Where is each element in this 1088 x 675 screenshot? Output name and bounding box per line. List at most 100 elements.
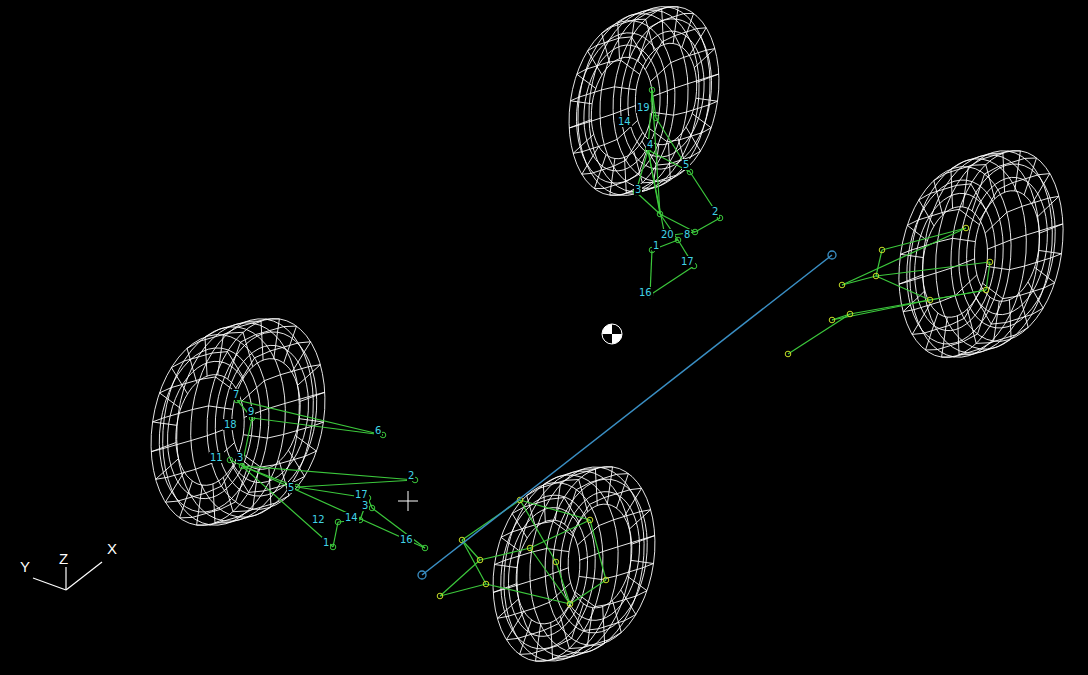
hardpoint xyxy=(227,457,233,463)
axis-label: X xyxy=(106,541,118,557)
tire-wireframes xyxy=(151,7,1063,662)
callout-number: 2 xyxy=(711,206,719,217)
link xyxy=(876,262,990,276)
link xyxy=(480,548,530,560)
tire-meridian xyxy=(926,297,990,350)
link xyxy=(530,520,590,548)
tire-meridian xyxy=(165,456,240,502)
hardpoint xyxy=(873,273,879,279)
tire-meridian xyxy=(180,465,249,518)
suspension-links xyxy=(227,87,993,607)
tire-meridian xyxy=(543,469,597,522)
tire-meridian xyxy=(912,288,982,334)
hardpoint xyxy=(983,287,989,293)
callout-number: 17 xyxy=(680,256,695,267)
tire-ring xyxy=(910,159,1027,357)
tire-meridian xyxy=(934,165,995,215)
callout-number: 6 xyxy=(374,425,382,436)
hardpoint xyxy=(587,517,593,523)
callout-number: 4 xyxy=(646,139,654,150)
link xyxy=(650,266,694,295)
tire-meridian xyxy=(967,293,1028,343)
callout-number: 3 xyxy=(361,500,369,511)
tire xyxy=(569,7,719,196)
link xyxy=(842,276,876,285)
link xyxy=(462,540,486,584)
tire-meridian xyxy=(652,98,718,115)
tire-meridian xyxy=(580,536,655,561)
hardpoint xyxy=(553,559,559,565)
tire-meridian xyxy=(650,49,715,82)
hardpoint xyxy=(483,581,489,587)
tire-meridian xyxy=(642,127,701,165)
tire-meridian xyxy=(551,607,605,660)
link xyxy=(636,192,660,214)
link xyxy=(462,540,480,560)
tire-meridian xyxy=(602,19,655,64)
link xyxy=(237,400,383,435)
hardpoint xyxy=(369,505,375,511)
tire-meridian xyxy=(907,209,979,240)
hardpoint xyxy=(847,311,853,317)
callout-number: 17 xyxy=(354,489,369,500)
link xyxy=(242,466,415,480)
tire-meridian xyxy=(980,174,1050,220)
tire-meridian xyxy=(160,377,237,409)
hardpoint xyxy=(330,544,336,550)
tire-meridian xyxy=(653,74,719,96)
callout-number: 11 xyxy=(209,452,224,463)
callout-number: 2 xyxy=(407,470,415,481)
callout-number: 3 xyxy=(236,452,244,463)
tire-meridian xyxy=(228,326,297,379)
callout-number: 14 xyxy=(617,116,632,127)
link xyxy=(242,466,333,547)
hardpoint xyxy=(879,247,885,253)
tire-ring xyxy=(600,7,710,189)
link xyxy=(678,240,694,266)
link xyxy=(850,290,986,314)
hardpoint xyxy=(567,601,573,607)
tire-ring xyxy=(936,151,1053,349)
link xyxy=(788,314,850,354)
hardpoint xyxy=(785,351,791,357)
tire-meridian xyxy=(594,141,650,189)
tire-meridian xyxy=(171,352,243,394)
callout-number: 16 xyxy=(399,534,414,545)
callout-number: 18 xyxy=(223,419,238,430)
tire-meridian xyxy=(501,521,573,552)
hardpoint xyxy=(335,519,341,525)
tire-meridian xyxy=(577,60,640,88)
callout-number: 8 xyxy=(683,229,691,240)
tire-meridian xyxy=(569,106,635,128)
tire-ring xyxy=(530,467,644,653)
origin-cross xyxy=(398,491,418,511)
tire-ring xyxy=(589,10,699,192)
tire-meridian xyxy=(232,450,304,492)
callout-number: 9 xyxy=(247,406,255,417)
link xyxy=(660,214,678,240)
link xyxy=(556,562,570,604)
hardpoint xyxy=(649,87,655,93)
tire-meridian xyxy=(963,151,1021,207)
link xyxy=(876,276,930,300)
link xyxy=(252,418,383,435)
tire xyxy=(151,319,325,526)
link xyxy=(986,262,990,290)
tire-meridian xyxy=(942,301,1000,357)
link xyxy=(570,580,606,604)
tire-meridian xyxy=(151,427,232,452)
link xyxy=(440,560,480,596)
link xyxy=(590,520,606,580)
callout-number: 5 xyxy=(682,159,690,170)
tire-meridian xyxy=(575,576,647,607)
hardpoint xyxy=(422,545,428,551)
link xyxy=(695,218,720,232)
hardpoint xyxy=(963,225,969,231)
tire-meridian xyxy=(987,224,1063,249)
hardpoint xyxy=(829,317,835,323)
link xyxy=(520,500,556,562)
tire-meridian xyxy=(588,37,647,75)
tire-ring xyxy=(578,14,688,196)
tire-meridian xyxy=(579,560,654,579)
link xyxy=(876,250,882,276)
